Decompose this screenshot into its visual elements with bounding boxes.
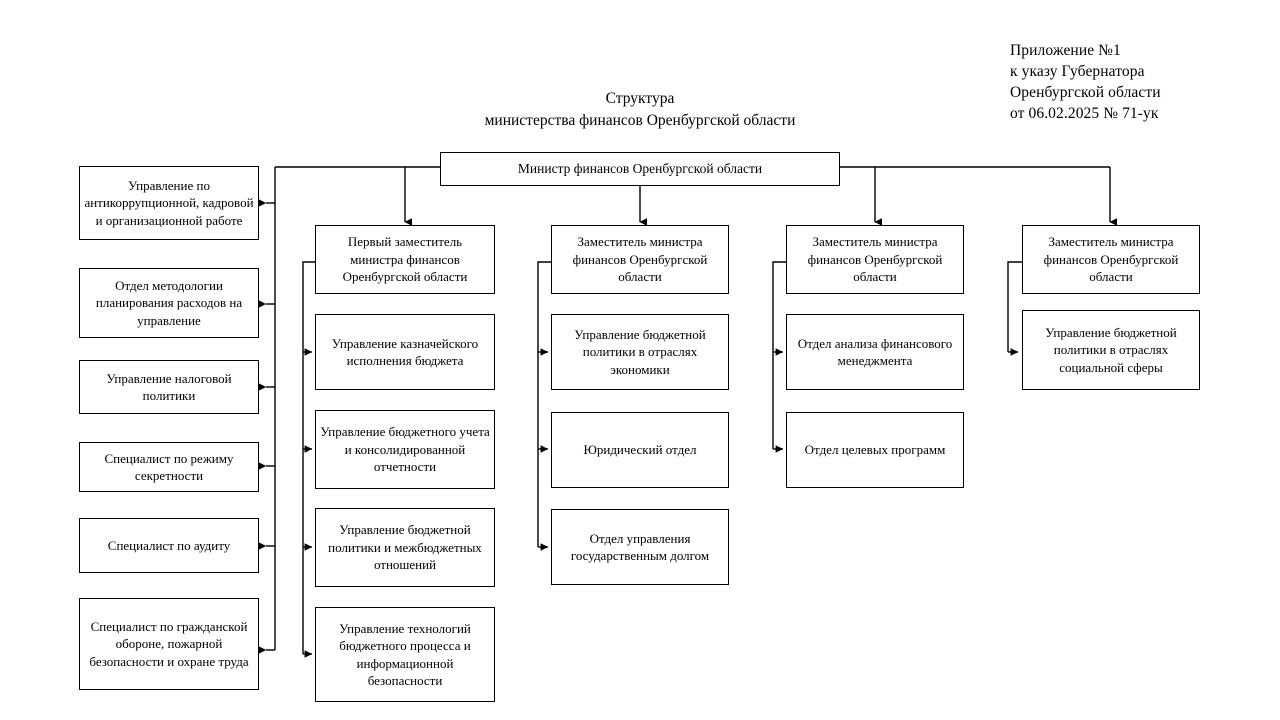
node-financial-management-analysis-label: Отдел анализа финансового менеджмента — [797, 335, 953, 369]
node-deputy-minister-economy[interactable]: Заместитель министра финансов Оренбургск… — [551, 225, 729, 294]
node-minister[interactable]: Министр финансов Оренбургской области — [440, 152, 840, 186]
node-treasury-execution-label: Управление казначейского исполнения бюдж… — [331, 335, 479, 369]
node-deputy-minister-social-label: Заместитель министра финансов Оренбургск… — [1043, 234, 1179, 285]
node-deputy-minister-analysis[interactable]: Заместитель министра финансов Оренбургск… — [786, 225, 964, 294]
node-audit-specialist[interactable]: Специалист по аудиту — [79, 518, 259, 573]
node-civil-defense-specialist[interactable]: Специалист по гражданской обороне, пожар… — [79, 598, 259, 690]
node-budget-policy-interbudget[interactable]: Управление бюджетной политики и межбюдже… — [315, 508, 495, 587]
title-line-1: Структура — [605, 90, 675, 107]
node-deputy-minister-social[interactable]: Заместитель министра финансов Оренбургск… — [1022, 225, 1200, 294]
node-budget-tech-infosec-label: Управление технологий бюджетного процесс… — [339, 620, 471, 689]
node-legal-department-label: Юридический отдел — [583, 442, 697, 458]
node-expenditure-methodology-label: Отдел методологии планирования расходов … — [95, 277, 243, 328]
node-budget-accounting[interactable]: Управление бюджетного учета и консолидир… — [315, 410, 495, 489]
node-target-programs[interactable]: Отдел целевых программ — [786, 412, 964, 488]
node-public-debt-management[interactable]: Отдел управления государственным долгом — [551, 509, 729, 585]
node-audit-specialist-label: Специалист по аудиту — [107, 537, 231, 553]
node-budget-accounting-label: Управление бюджетного учета и консолидир… — [320, 424, 490, 475]
node-deputy-minister-economy-label: Заместитель министра финансов Оренбургск… — [572, 234, 708, 285]
node-treasury-execution[interactable]: Управление казначейского исполнения бюдж… — [315, 314, 495, 390]
appendix-line-4: от 06.02.2025 № 71-ук — [1010, 105, 1159, 122]
node-budget-policy-social[interactable]: Управление бюджетной политики в отраслях… — [1022, 310, 1200, 390]
node-deputy-minister-analysis-label: Заместитель министра финансов Оренбургск… — [807, 234, 943, 285]
node-budget-policy-interbudget-label: Управление бюджетной политики и межбюдже… — [328, 522, 482, 573]
node-tax-policy[interactable]: Управление налоговой политики — [79, 360, 259, 414]
node-budget-policy-economy-label: Управление бюджетной политики в отраслях… — [574, 326, 706, 377]
node-anticorruption-hr-label: Управление по антикоррупционной, кадрово… — [84, 177, 254, 228]
page-title: Структура министерства финансов Оренбург… — [390, 88, 890, 132]
node-anticorruption-hr[interactable]: Управление по антикоррупционной, кадрово… — [79, 166, 259, 240]
node-budget-policy-social-label: Управление бюджетной политики в отраслях… — [1045, 324, 1177, 375]
node-budget-policy-economy[interactable]: Управление бюджетной политики в отраслях… — [551, 314, 729, 390]
node-minister-label: Министр финансов Оренбургской области — [517, 161, 763, 177]
node-public-debt-management-label: Отдел управления государственным долгом — [570, 530, 710, 564]
node-tax-policy-label: Управление налоговой политики — [106, 370, 232, 404]
node-expenditure-methodology[interactable]: Отдел методологии планирования расходов … — [79, 268, 259, 338]
node-financial-management-analysis[interactable]: Отдел анализа финансового менеджмента — [786, 314, 964, 390]
title-line-2: министерства финансов Оренбургской облас… — [484, 112, 796, 129]
appendix-line-3: Оренбургской области — [1010, 84, 1161, 101]
node-first-deputy-minister-label: Первый заместитель министра финансов Оре… — [342, 234, 468, 285]
node-first-deputy-minister[interactable]: Первый заместитель министра финансов Оре… — [315, 225, 495, 294]
appendix-line-2: к указу Губернатора — [1010, 63, 1145, 80]
node-budget-tech-infosec[interactable]: Управление технологий бюджетного процесс… — [315, 607, 495, 702]
appendix-line-1: Приложение №1 — [1010, 42, 1121, 59]
node-secrecy-specialist-label: Специалист по режиму секретности — [104, 450, 234, 484]
appendix-note: Приложение №1 к указу Губернатора Оренбу… — [1010, 40, 1250, 124]
node-secrecy-specialist[interactable]: Специалист по режиму секретности — [79, 442, 259, 492]
node-target-programs-label: Отдел целевых программ — [804, 442, 946, 458]
node-legal-department[interactable]: Юридический отдел — [551, 412, 729, 488]
node-civil-defense-specialist-label: Специалист по гражданской обороне, пожар… — [89, 618, 249, 669]
